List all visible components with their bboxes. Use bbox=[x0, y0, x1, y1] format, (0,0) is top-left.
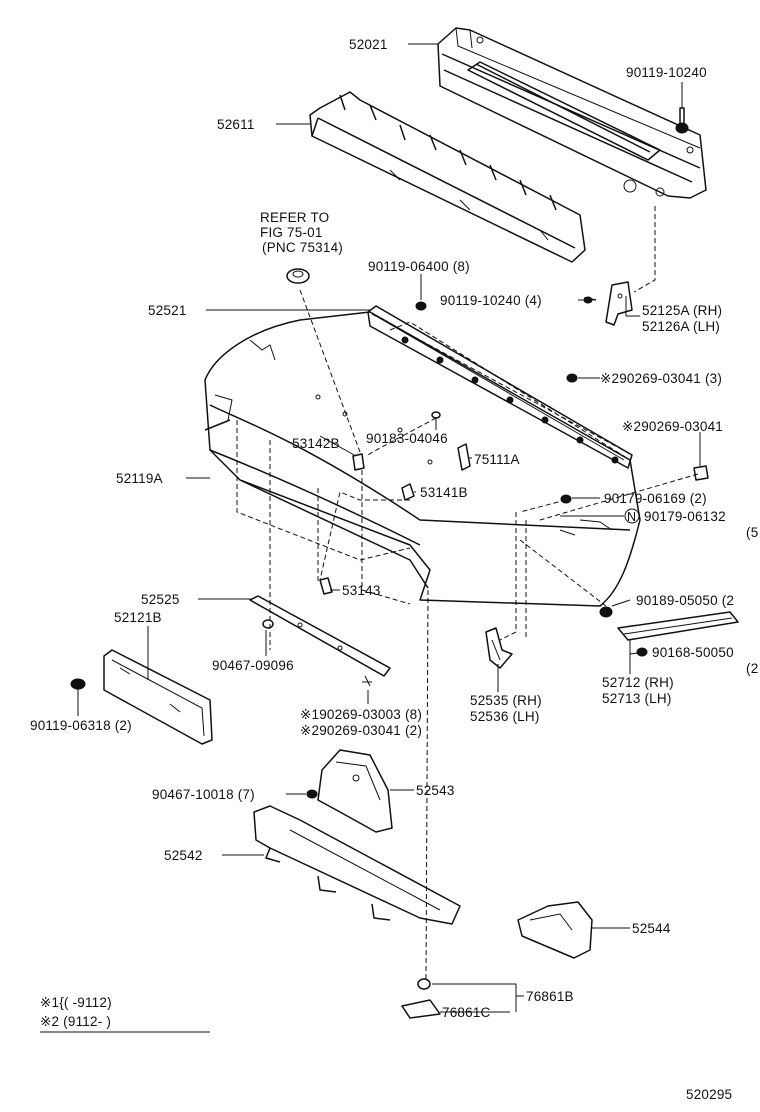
refer-note-line1: REFER TO bbox=[260, 210, 329, 225]
label-52712: 52712 (RH) bbox=[602, 675, 674, 690]
label-290269-03041-2: ※290269-03041 (2) bbox=[300, 723, 422, 738]
label-52121B: 52121B bbox=[114, 610, 162, 625]
label-52713: 52713 (LH) bbox=[602, 691, 672, 706]
label-90467-10018: 90467-10018 (7) bbox=[152, 787, 255, 802]
side-cover-52544 bbox=[517, 901, 593, 959]
reinforcement-52021 bbox=[437, 27, 707, 199]
label-90119-10240-top: 90119-10240 bbox=[626, 65, 707, 80]
label-52521: 52521 bbox=[148, 303, 187, 318]
labels: 52021 90119-10240 52611 REFER TO FIG 75-… bbox=[30, 37, 758, 1102]
label-52542: 52542 bbox=[164, 848, 203, 863]
label-52119A: 52119A bbox=[116, 471, 163, 486]
side-support-52712 bbox=[617, 611, 739, 641]
bracket-76861C bbox=[401, 999, 441, 1019]
refer-note-line3: (PNC 75314) bbox=[262, 240, 343, 255]
label-90189-05050: 90189-05050 (2 bbox=[636, 593, 734, 608]
label-90179-06132: 90179-06132 bbox=[644, 509, 726, 524]
assembly-lines bbox=[236, 206, 699, 981]
legend-row-1: ※1{( -9112) bbox=[40, 995, 112, 1010]
lower-cover-52542 bbox=[253, 805, 461, 925]
label-90119-10240-4: 90119-10240 (4) bbox=[440, 293, 542, 308]
label-52611: 52611 bbox=[217, 117, 255, 132]
label-52544: 52544 bbox=[632, 921, 671, 936]
leader-lines bbox=[40, 43, 701, 1033]
label-52021: 52021 bbox=[349, 37, 388, 52]
label-76861B: 76861B bbox=[526, 989, 574, 1004]
refer-note-line2: FIG 75-01 bbox=[260, 225, 323, 240]
n-marker-text: N bbox=[627, 510, 636, 524]
clips bbox=[319, 443, 471, 595]
label-290269-03041-r: ※290269-03041 bbox=[622, 419, 723, 434]
bracket-52125A bbox=[605, 281, 633, 326]
plate-bracket-52121B bbox=[103, 649, 213, 745]
absorber-52611 bbox=[309, 91, 586, 263]
diagram-id: 520295 bbox=[686, 1087, 732, 1102]
bumper-cover-52119A bbox=[204, 311, 641, 607]
label-52125A: 52125A (RH) bbox=[642, 303, 722, 318]
legend-row-2: ※2 (9112- ) bbox=[40, 1014, 111, 1029]
label-290269-03041-3: ※290269-03041 (3) bbox=[600, 371, 722, 386]
label-52126A: 52126A (LH) bbox=[642, 319, 720, 334]
label-90179-06169: 90179-06169 (2) bbox=[604, 491, 707, 506]
label-90119-06400: 90119-06400 (8) bbox=[368, 259, 470, 274]
label-52525: 52525 bbox=[141, 592, 180, 607]
grommet-75314 bbox=[286, 268, 310, 284]
label-76861C: 76861C bbox=[442, 1005, 491, 1020]
label-cut-1: (5 bbox=[746, 525, 758, 540]
strip-52525 bbox=[249, 595, 391, 677]
label-53143: 53143 bbox=[342, 583, 381, 598]
label-90467-09096: 90467-09096 bbox=[212, 658, 294, 673]
bracket-52543 bbox=[317, 749, 393, 833]
side-retainer-52535 bbox=[485, 627, 513, 669]
label-90183-04046: 90183-04046 bbox=[366, 431, 448, 446]
label-cut-2: (2 bbox=[746, 661, 758, 676]
label-53142B: 53142B bbox=[292, 436, 340, 451]
label-190269-03003: ※190269-03003 (8) bbox=[300, 707, 422, 722]
label-75111A: 75111A bbox=[474, 452, 520, 467]
label-52536: 52536 (LH) bbox=[470, 709, 540, 724]
label-52543: 52543 bbox=[416, 783, 455, 798]
retainer-52521 bbox=[367, 305, 633, 469]
n-marker: N bbox=[624, 508, 640, 524]
label-90168-50050: 90168-50050 bbox=[652, 645, 734, 660]
label-90119-06318: 90119-06318 (2) bbox=[30, 718, 132, 733]
label-52535: 52535 (RH) bbox=[470, 693, 542, 708]
label-53141B: 53141B bbox=[420, 485, 468, 500]
fasteners bbox=[70, 107, 709, 990]
